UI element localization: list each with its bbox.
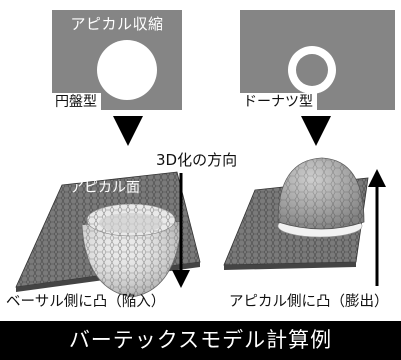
direction-3d-label: 3D化の方向	[156, 151, 238, 169]
up-arrow-icon	[368, 169, 386, 286]
disk-shape-label: 円盤型	[52, 93, 101, 112]
donut-hole	[296, 54, 328, 86]
right-caption: アピカル側に凸（膨出）	[229, 294, 389, 310]
down-triangle-icon	[301, 116, 331, 146]
left-sheet	[15, 171, 201, 298]
disk-shape	[97, 40, 157, 100]
down-triangle-icon	[113, 116, 143, 146]
apical-surface-label: アピカル面	[70, 180, 140, 196]
panel-title: アピカル収縮	[70, 15, 164, 33]
down-arrow-icon	[172, 173, 190, 288]
right-sheet	[223, 157, 369, 270]
donut-shape-label: ドーナツ型	[240, 93, 317, 112]
left-caption: ベーサル側に凸（陥入）	[6, 294, 166, 310]
footer-title: バーテックスモデル計算例	[0, 321, 401, 360]
